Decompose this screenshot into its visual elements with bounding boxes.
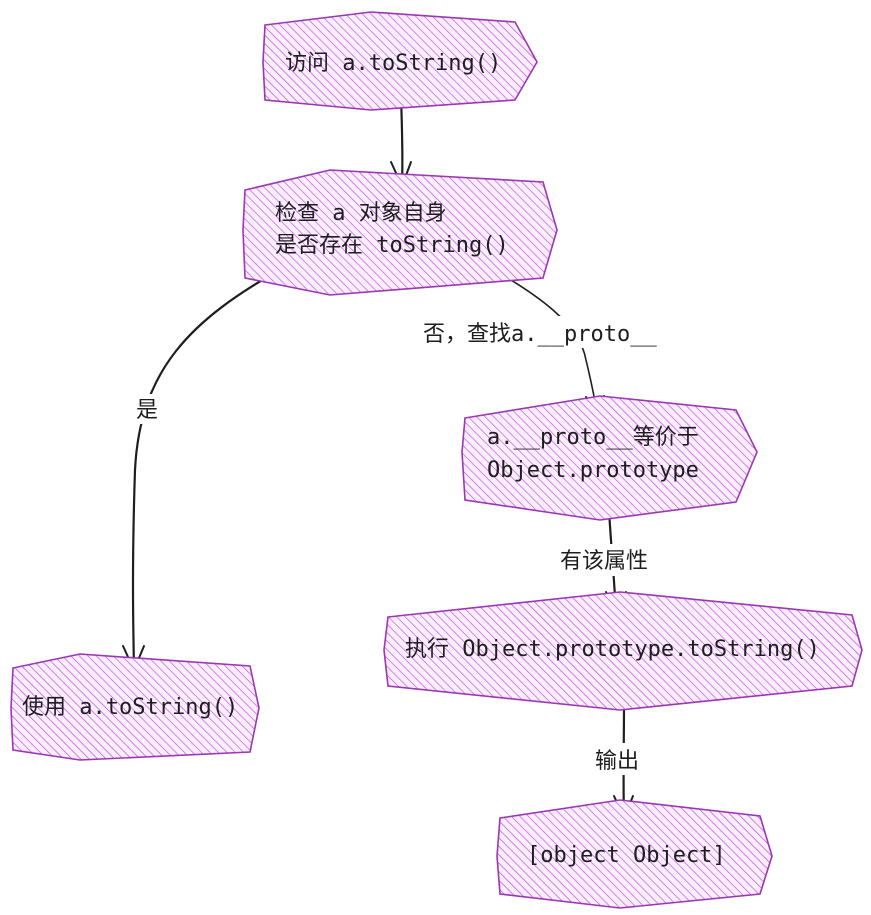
node-proto-equals: a.__proto__等价于 Object.prototype — [461, 395, 758, 521]
node-proto-equals-line-2: Object.prototype — [487, 458, 699, 483]
edge-label-yes: 是 — [136, 398, 158, 423]
node-result-line-1: [object Object] — [527, 843, 726, 868]
node-check-self: 检查 a 对象自身 是否存在 toString() — [242, 169, 558, 296]
node-exec-proto: 执行 Object.prototype.toString() — [383, 591, 863, 711]
node-use-own-line-1: 使用 a.toString() — [22, 695, 238, 720]
node-check-self-line-1: 检查 a 对象自身 — [275, 201, 447, 226]
edge-yes — [122, 266, 285, 671]
node-exec-proto-line-1: 执行 Object.prototype.toString() — [405, 637, 820, 662]
edge-label-no: 否，查找a.__proto__ — [423, 322, 657, 347]
edge-label-output: 输出 — [595, 749, 639, 774]
node-check-self-line-2: 是否存在 toString() — [275, 233, 509, 258]
edge-label-has-prop: 有该属性 — [560, 549, 648, 574]
node-result: [object Object] — [496, 799, 773, 909]
node-access-line-1: 访问 a.toString() — [285, 51, 501, 76]
node-proto-equals-line-1: a.__proto__等价于 — [487, 425, 699, 450]
node-use-own: 使用 a.toString() — [10, 653, 260, 761]
node-access: 访问 a.toString() — [262, 11, 538, 111]
edge-access-to-check — [390, 95, 412, 187]
